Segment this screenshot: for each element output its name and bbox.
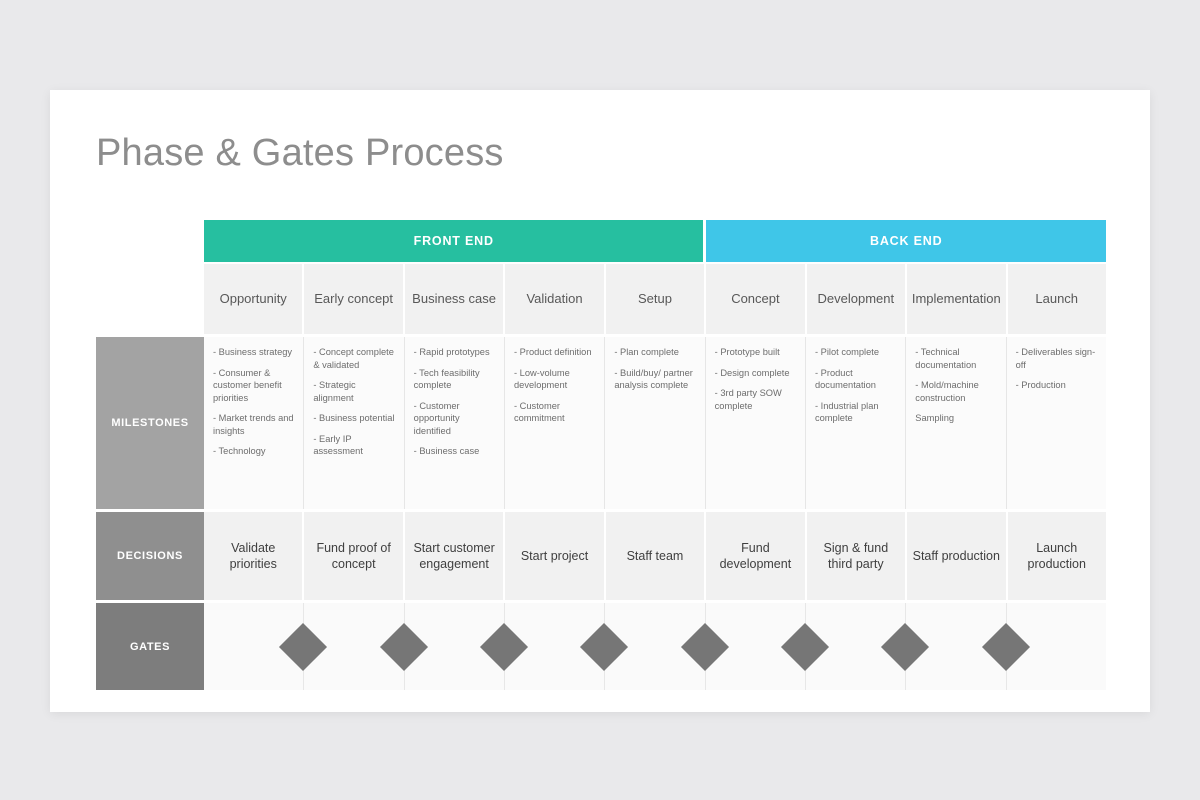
milestone-item: - Technology	[213, 446, 266, 457]
band-row-label-spacer	[96, 220, 204, 262]
gate-slot-2	[304, 603, 428, 690]
gate-slot-4	[505, 603, 629, 690]
milestone-item: - Industrial plan complete	[814, 400, 879, 424]
milestones-cells: - Business strategy - Consumer & custome…	[204, 337, 1106, 509]
milestone-item: - Customer commitment	[513, 400, 565, 424]
gate-slot-3	[405, 603, 529, 690]
gate-slot-5	[605, 603, 729, 690]
phase-header-cells: Opportunity Early concept Business case …	[204, 264, 1106, 334]
decision-cell-validation[interactable]: Start project	[505, 512, 604, 600]
milestone-item: Sampling	[915, 413, 955, 424]
milestones-row: MILESTONES - Business strategy - Consume…	[96, 337, 1106, 509]
decision-cell-early-concept[interactable]: Fund proof of concept	[304, 512, 403, 600]
milestones-cell-validation: - Product definition - Low-volume develo…	[504, 337, 606, 509]
decision-cell-launch[interactable]: Launch production	[1007, 512, 1106, 600]
slide-card: Phase & Gates Process FRONT END BACK END…	[50, 90, 1150, 712]
milestone-item: - Low-volume development	[513, 367, 570, 391]
band-row: FRONT END BACK END	[96, 220, 1106, 262]
milestones-cell-early-concept: - Concept complete & validated - Strateg…	[304, 337, 405, 509]
phase-header-opportunity[interactable]: Opportunity	[204, 264, 303, 334]
page-title: Phase & Gates Process	[96, 132, 504, 174]
milestone-item: - Prototype built	[714, 347, 780, 357]
milestone-item: - Tech feasibility complete	[413, 367, 480, 391]
decision-cell-business-case[interactable]: Start customer engagement	[404, 512, 504, 600]
phase-header-row: Opportunity Early concept Business case …	[96, 264, 1106, 334]
milestone-item: - 3rd party SOW complete	[714, 388, 782, 411]
milestone-item: - Business case	[413, 446, 480, 457]
milestone-item: - Build/buy/ partner analysis complete	[614, 367, 693, 391]
band-track: FRONT END BACK END	[204, 220, 1106, 262]
band-front-end[interactable]: FRONT END	[204, 220, 704, 262]
milestone-item: - Market trends and insights	[213, 413, 294, 436]
gates-track	[204, 603, 1106, 690]
decision-cell-opportunity[interactable]: Validate priorities	[204, 512, 303, 600]
milestone-item: - Plan complete	[614, 347, 679, 357]
milestone-item: - Customer opportunity identified	[413, 400, 460, 436]
milestones-cell-opportunity: - Business strategy - Consumer & custome…	[204, 337, 305, 509]
decision-cell-implementation[interactable]: Staff production	[907, 512, 1006, 600]
milestones-cell-implementation: - Technical documentation - Mold/machine…	[906, 337, 1007, 509]
row-label-decisions: DECISIONS	[96, 512, 204, 600]
phase-header-business-case[interactable]: Business case	[404, 264, 504, 334]
milestone-item: - Rapid prototypes	[413, 347, 490, 357]
gate-slot-1	[204, 603, 328, 690]
milestone-item: - Production	[1015, 380, 1066, 391]
gate-slot-7	[806, 603, 930, 690]
milestone-item: - Consumer & customer benefit priorities	[213, 367, 282, 403]
row-label-gates: GATES	[96, 603, 204, 690]
milestone-item: - Business strategy	[213, 347, 293, 357]
milestone-item: - Product definition	[513, 347, 592, 357]
milestones-cell-launch: - Deliverables sign-off - Production	[1006, 337, 1106, 509]
decision-cell-development[interactable]: Sign & fund third party	[806, 512, 906, 600]
gate-slot-8	[906, 603, 1030, 690]
decisions-row: DECISIONS Validate priorities Fund proof…	[96, 512, 1106, 600]
phase-header-validation[interactable]: Validation	[505, 264, 604, 334]
phase-header-implementation[interactable]: Implementation	[907, 264, 1006, 334]
decisions-cells: Validate priorities Fund proof of concep…	[204, 512, 1106, 600]
phase-header-development[interactable]: Development	[806, 264, 906, 334]
milestone-item: - Early IP assessment	[313, 433, 363, 457]
milestone-item: - Mold/machine construction	[915, 380, 979, 403]
milestone-item: - Design complete	[714, 367, 790, 378]
milestone-item: - Strategic alignment	[313, 380, 356, 403]
milestone-item: - Technical documentation	[915, 347, 977, 370]
milestone-item: - Product documentation	[814, 367, 876, 391]
gates-row: GATES	[96, 603, 1106, 690]
decision-cell-concept[interactable]: Fund development	[706, 512, 805, 600]
milestones-cell-concept: - Prototype built - Design complete - 3r…	[705, 337, 806, 509]
decision-cell-setup[interactable]: Staff team	[605, 512, 705, 600]
milestones-cell-business-case: - Rapid prototypes - Tech feasibility co…	[404, 337, 505, 509]
phase-header-early-concept[interactable]: Early concept	[304, 264, 403, 334]
milestone-item: - Concept complete & validated	[313, 347, 394, 370]
phase-gates-matrix: FRONT END BACK END Opportunity Early con…	[96, 220, 1106, 690]
phase-header-concept[interactable]: Concept	[706, 264, 805, 334]
milestone-item: - Business potential	[313, 413, 395, 424]
milestones-cell-development: - Pilot complete - Product documentation…	[805, 337, 907, 509]
gate-slot-9	[1007, 603, 1106, 690]
phase-header-launch[interactable]: Launch	[1007, 264, 1106, 334]
phase-header-label-spacer	[96, 264, 204, 334]
milestone-item: - Pilot complete	[814, 347, 880, 357]
gate-slot-6	[706, 603, 830, 690]
row-label-milestones: MILESTONES	[96, 337, 204, 509]
band-back-end[interactable]: BACK END	[706, 220, 1106, 262]
milestone-item: - Deliverables sign-off	[1015, 347, 1096, 370]
phase-header-setup[interactable]: Setup	[605, 264, 705, 334]
milestones-cell-setup: - Plan complete - Build/buy/ partner ana…	[605, 337, 706, 509]
